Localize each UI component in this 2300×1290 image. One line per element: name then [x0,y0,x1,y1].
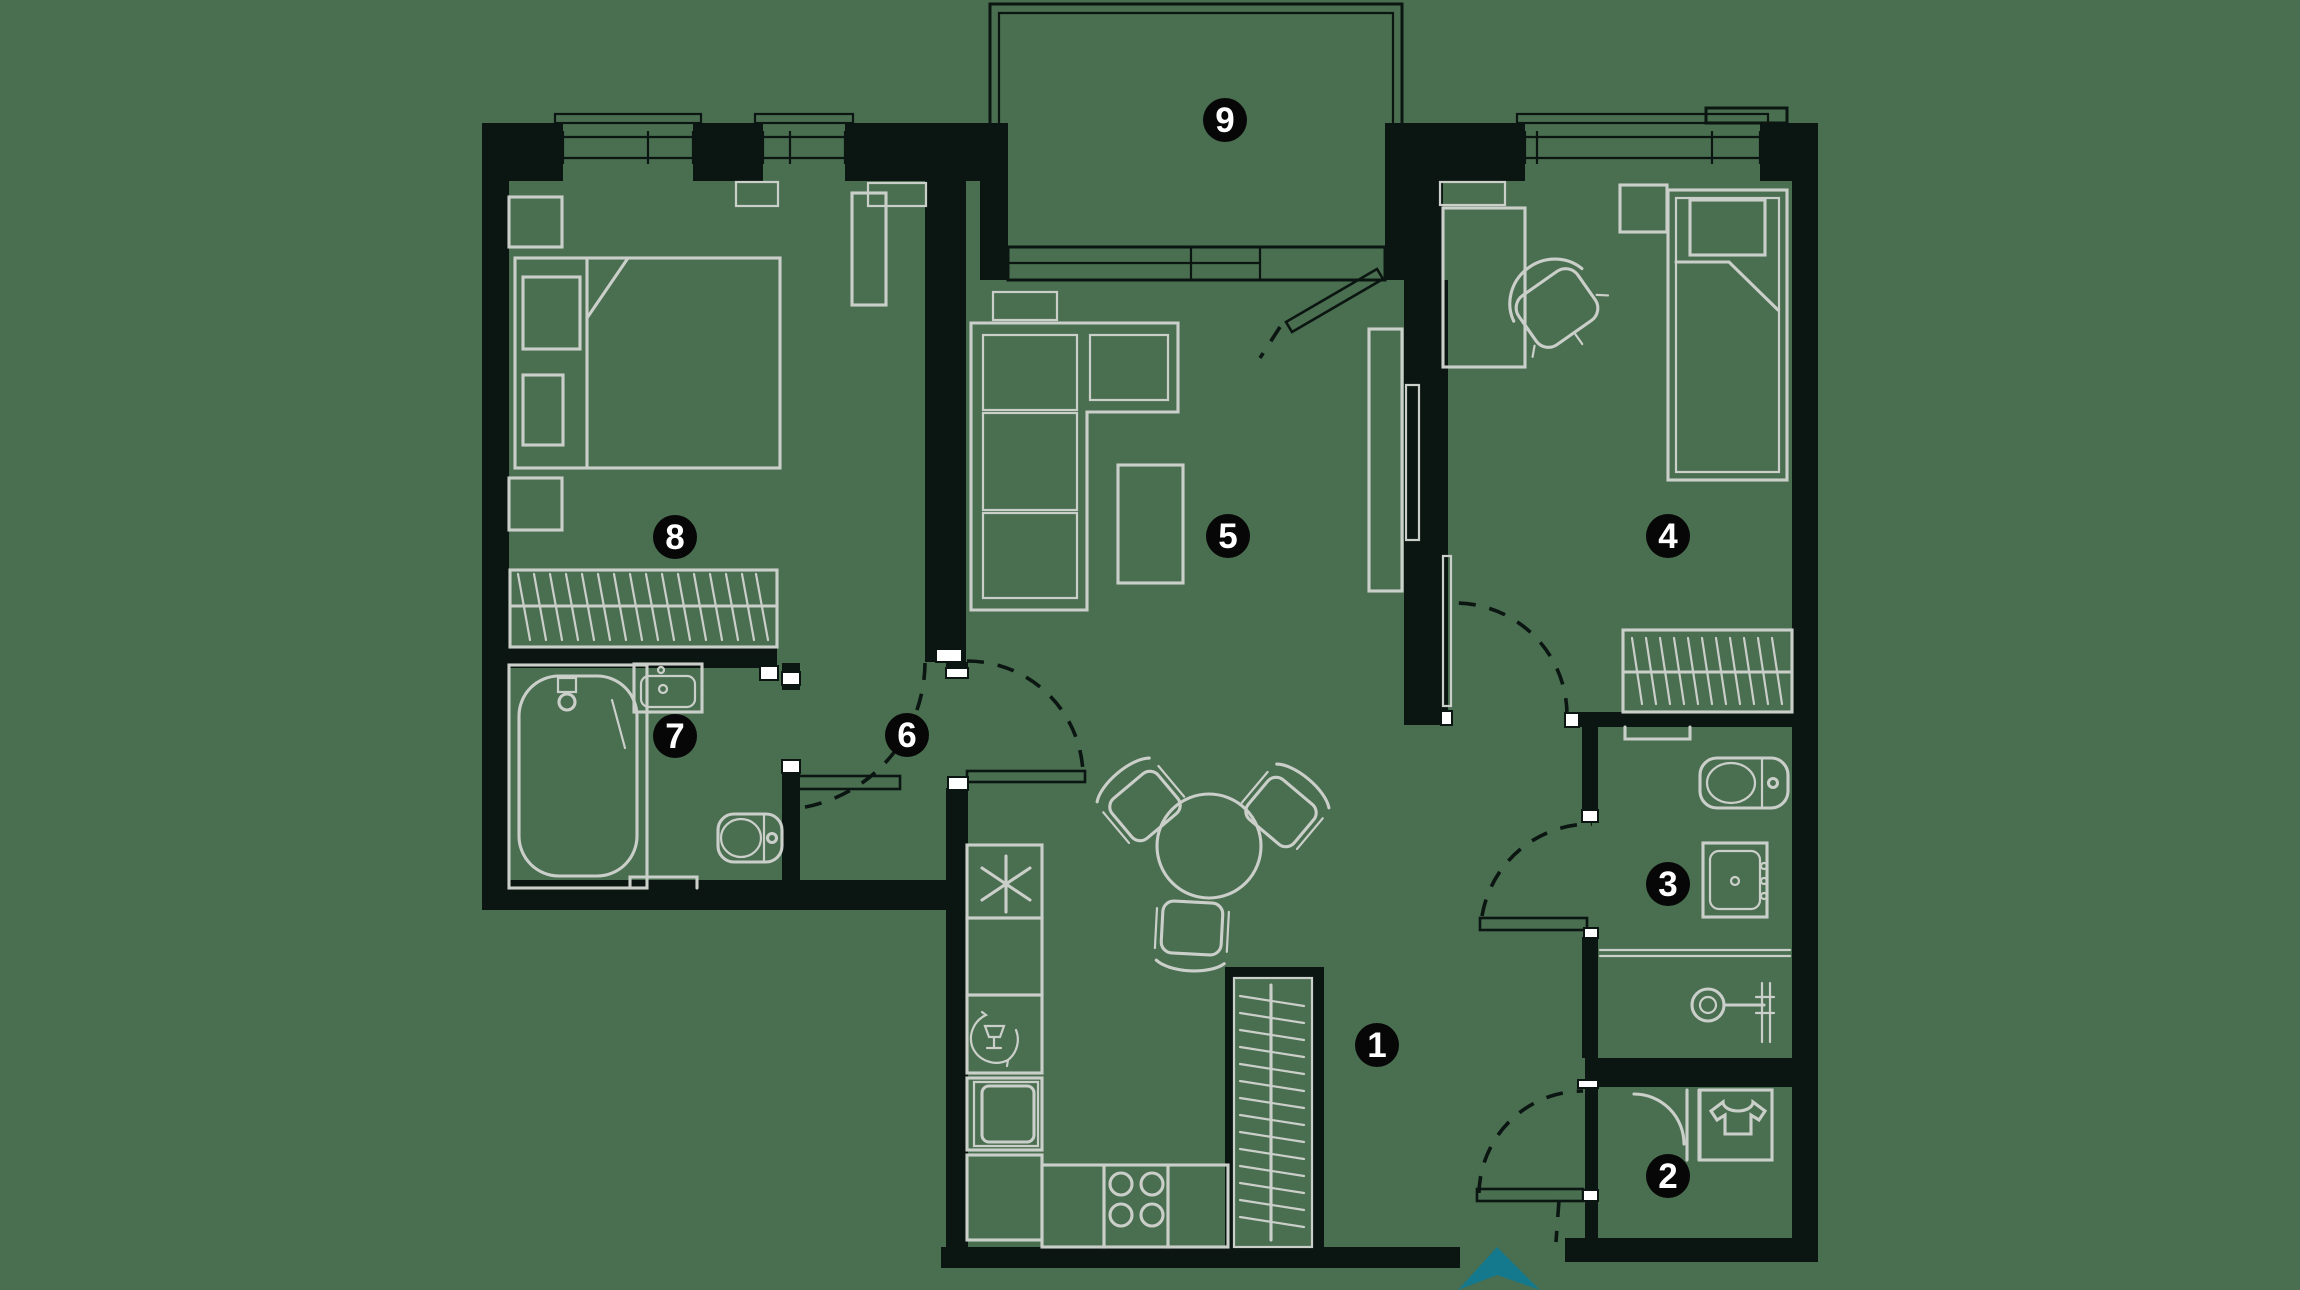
freezer-asterisk-icon [980,854,1032,914]
bathroom7-fixtures [507,662,784,890]
wall-niche [734,180,780,208]
dining-chair [1240,762,1331,851]
pillow [521,373,565,447]
door-swing-bathroom3 [1480,822,1593,917]
nightstand [507,195,564,249]
washbasin-icon [632,662,704,714]
room-marker-1: 1 [1355,1023,1399,1067]
closet-door-swing [1632,1092,1686,1146]
shower-icon [1598,948,1792,1044]
wardrobe-unit [1698,1088,1774,1162]
room-marker-4: 4 [1646,514,1690,558]
room-number-label: 3 [1658,865,1677,904]
balcony-window-door [1006,245,1387,359]
pillow [1688,198,1767,257]
kitchen-furniture [965,843,1230,1249]
towel-rail-icon [628,875,699,890]
tv-screen [1404,383,1421,542]
toilet-icon [1698,756,1790,810]
room2-closet [1632,1088,1774,1162]
door-swing-kitchen [966,659,1085,778]
wall-niche [991,290,1059,322]
entrance-arrow-icon [1458,1247,1540,1290]
double-bed [513,256,782,470]
room-marker-3: 3 [1646,862,1690,906]
bathtub-icon [507,663,649,890]
dishwasher-icon [969,1010,1019,1068]
hall-mirror [1441,554,1453,708]
wardrobe-with-hangers [1621,628,1794,714]
dining-table [1155,792,1263,900]
room-number-label: 8 [665,518,684,557]
kitchen-sink-icon [972,1080,1040,1148]
bathroom3-fixtures [1598,725,1792,1044]
kitchen-bottom-cabinets [1040,1163,1230,1249]
hall-wardrobe [1232,554,1453,1249]
room-number-label: 2 [1658,1157,1677,1196]
room-marker-6: 6 [885,713,929,757]
stove-burners-icon [1108,1171,1165,1228]
door-swing-entrance [1477,1089,1584,1194]
shelf [1438,180,1507,207]
room4-furniture [1438,180,1794,714]
room-marker-7: 7 [653,714,697,758]
desk [1441,206,1527,369]
room8-furniture [507,180,928,649]
dining-set [1095,756,1331,973]
dining-chair [1153,899,1230,973]
bath-screen [610,698,627,750]
window-room8-right [753,112,855,164]
door-leaf-bathroom7 [795,774,902,791]
door-stop-caps [759,648,1599,1202]
room-marker-8: 8 [653,515,697,559]
window-room8-left [553,112,703,164]
toilet-icon [716,812,784,864]
window-room4 [1515,112,1770,164]
towel-rail-icon [1623,725,1692,741]
room-number-label: 5 [1218,517,1237,556]
windows [553,112,1770,359]
room-marker-5: 5 [1206,514,1250,558]
doors [759,601,1599,1243]
wall-niche [866,181,928,208]
pillow [521,275,582,351]
dining-chair [1095,756,1186,845]
room-number-label: 7 [665,717,684,756]
room-number-label: 1 [1367,1026,1386,1065]
door-swing-room8 [799,662,927,810]
balcony-door-leaf [1284,267,1385,334]
wardrobe-with-hangers [508,568,779,649]
room-markers: 1 2 3 4 5 6 7 8 [653,98,1690,1198]
coffee-table [1116,463,1185,585]
walls [482,106,1818,1268]
tv-bench [1367,327,1404,593]
single-bed [1666,188,1789,482]
desk-chair [1508,257,1610,358]
room-marker-2: 2 [1646,1154,1690,1198]
room5-furniture [969,290,1421,612]
room-number-label: 6 [897,716,916,755]
door-leaf-bathroom3 [1478,916,1589,932]
nightstand [507,476,564,532]
room-number-label: 4 [1658,517,1678,556]
corner-sofa [969,321,1180,612]
washbasin-icon [1701,841,1769,919]
tshirt-icon [1708,1098,1768,1136]
room-number-label: 9 [1215,101,1234,140]
room-marker-9: 9 [1203,98,1247,142]
